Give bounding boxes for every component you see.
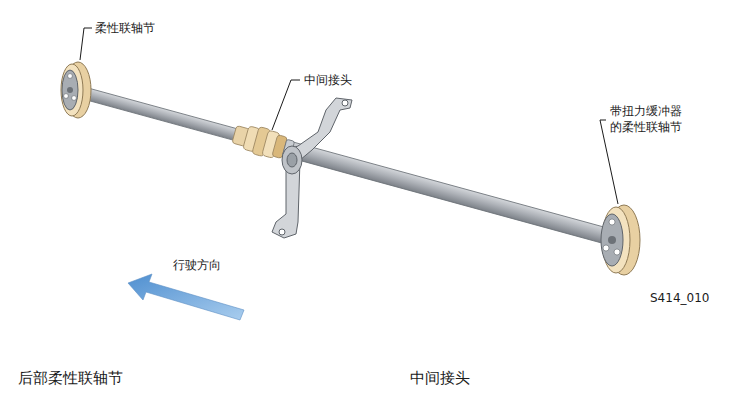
part-label: 中间接头 (304, 72, 352, 88)
direction-label: 行驶方向 (173, 257, 221, 273)
figure-number: S414_010 (650, 290, 709, 306)
part-label: 柔性联轴节 (95, 20, 155, 36)
section-heading: 后部柔性联轴节 (18, 368, 123, 388)
part-label: 带扭力缓冲器 的柔性联轴节 (610, 103, 688, 135)
section-heading: 中间接头 (410, 368, 470, 388)
